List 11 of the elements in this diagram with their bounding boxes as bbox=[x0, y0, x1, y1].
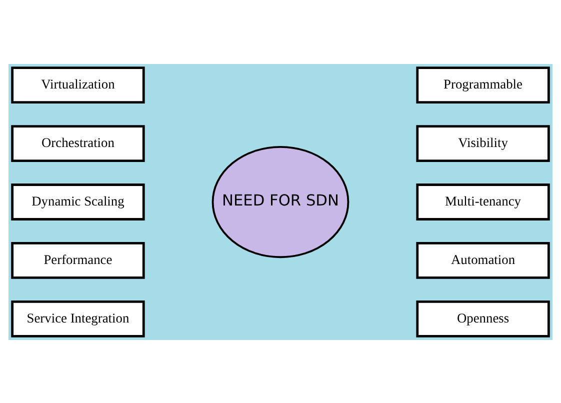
node-ellipse: NEED FOR SDN bbox=[212, 145, 350, 258]
node-box: Virtualization bbox=[11, 66, 145, 104]
node-box: Orchestration bbox=[11, 124, 145, 162]
node-box: Programmable bbox=[416, 66, 550, 104]
node-box: Automation bbox=[416, 242, 550, 278]
node-box: Service Integration bbox=[11, 300, 145, 337]
node-box: Multi-tenancy bbox=[416, 183, 550, 220]
node-box: Visibility bbox=[416, 124, 550, 162]
node-box: Openness bbox=[416, 300, 550, 337]
node-box: Performance bbox=[11, 242, 145, 278]
node-box: Dynamic Scaling bbox=[11, 183, 145, 220]
